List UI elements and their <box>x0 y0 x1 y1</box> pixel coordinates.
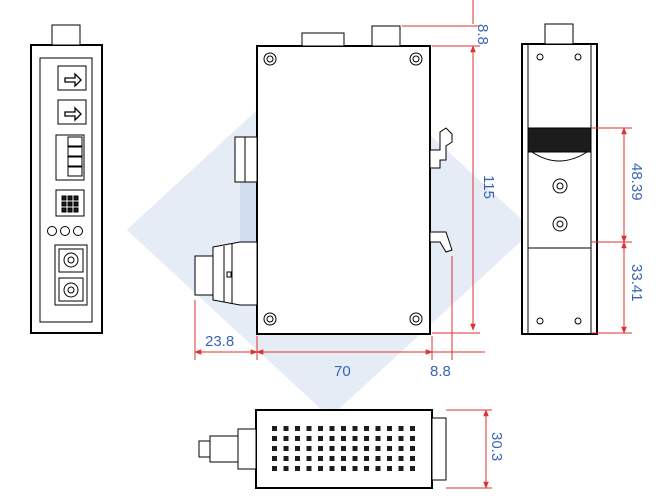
vent-slot <box>341 426 346 431</box>
vent-slot <box>398 436 404 441</box>
dimension-lines <box>194 0 632 489</box>
vent-slot <box>410 456 415 461</box>
dip-switch <box>55 189 85 217</box>
vent-slot <box>272 426 277 431</box>
vent-slot <box>352 446 358 451</box>
front-view <box>30 24 103 334</box>
vent-slot <box>272 456 277 461</box>
vent-slot <box>329 446 335 451</box>
vent-slot <box>375 436 381 441</box>
dim-height: 115 <box>480 175 497 199</box>
dim-depth: 30.3 <box>488 432 505 461</box>
vent-slot <box>283 466 289 471</box>
vent-slot <box>341 456 346 461</box>
vent-slot <box>387 446 392 451</box>
dim-body-width: 70 <box>334 363 351 380</box>
vent-slot <box>364 456 369 461</box>
vent-grid <box>272 426 415 471</box>
vent-slot <box>375 466 381 471</box>
dim-top-clearance: 8.8 <box>474 24 491 45</box>
vent-slot <box>387 466 392 471</box>
vent-slot <box>295 466 300 471</box>
dim-rail-upper: 48.39 <box>628 163 645 201</box>
din-rail-clip <box>429 127 453 253</box>
vent-slot <box>375 426 381 431</box>
vent-slot <box>398 456 404 461</box>
vent-slot <box>375 456 381 461</box>
vent-slot <box>306 456 312 461</box>
fiber-connector <box>194 241 258 306</box>
vent-slot <box>352 436 358 441</box>
vent-slot <box>387 456 392 461</box>
vent-slot <box>410 446 415 451</box>
vent-slot <box>295 456 300 461</box>
vent-slot <box>410 426 415 431</box>
vent-slot <box>318 426 323 431</box>
port-arrow-icon <box>57 99 87 125</box>
vent-slot <box>410 466 415 471</box>
vent-slot <box>306 466 312 471</box>
vent-slot <box>352 456 358 461</box>
vent-slot <box>283 426 289 431</box>
vent-slot <box>329 436 335 441</box>
vent-slot <box>398 426 404 431</box>
vent-slot <box>387 436 392 441</box>
vent-slot <box>364 426 369 431</box>
side-view <box>194 25 453 335</box>
vent-slot <box>375 446 381 451</box>
vent-slot <box>387 426 392 431</box>
vent-slot <box>318 466 323 471</box>
vent-slot <box>398 446 404 451</box>
dim-rail-lower: 33.41 <box>628 264 645 302</box>
vent-slot <box>329 466 335 471</box>
vent-slot <box>318 446 323 451</box>
vent-slot <box>272 446 277 451</box>
status-leds <box>47 226 83 236</box>
vent-slot <box>341 446 346 451</box>
vent-slot <box>341 436 346 441</box>
vent-slot <box>341 466 346 471</box>
dim-connector-depth: 23.8 <box>205 333 234 350</box>
vent-slot <box>283 436 289 441</box>
vent-slot <box>295 436 300 441</box>
vent-slot <box>306 426 312 431</box>
vent-slot <box>295 446 300 451</box>
vent-slot <box>352 426 358 431</box>
vent-slot <box>272 436 277 441</box>
vent-slot <box>283 456 289 461</box>
vent-slot <box>306 446 312 451</box>
port-arrow-icon <box>57 65 87 91</box>
vent-slot <box>329 456 335 461</box>
vent-slot <box>329 426 335 431</box>
vent-slot <box>398 466 404 471</box>
vent-slot <box>364 466 369 471</box>
terminal-block <box>55 134 85 181</box>
vent-slot <box>318 456 323 461</box>
back-view <box>521 23 598 335</box>
vent-slot <box>410 436 415 441</box>
fiber-ports <box>54 244 88 306</box>
vent-slot <box>364 436 369 441</box>
vent-slot <box>318 436 323 441</box>
vent-slot <box>283 446 289 451</box>
vent-slot <box>272 466 277 471</box>
bottom-view <box>198 409 447 489</box>
vent-slot <box>295 426 300 431</box>
vent-slot <box>364 446 369 451</box>
vent-slot <box>352 466 358 471</box>
vent-slot <box>306 436 312 441</box>
dim-rail-offset: 8.8 <box>430 363 451 380</box>
